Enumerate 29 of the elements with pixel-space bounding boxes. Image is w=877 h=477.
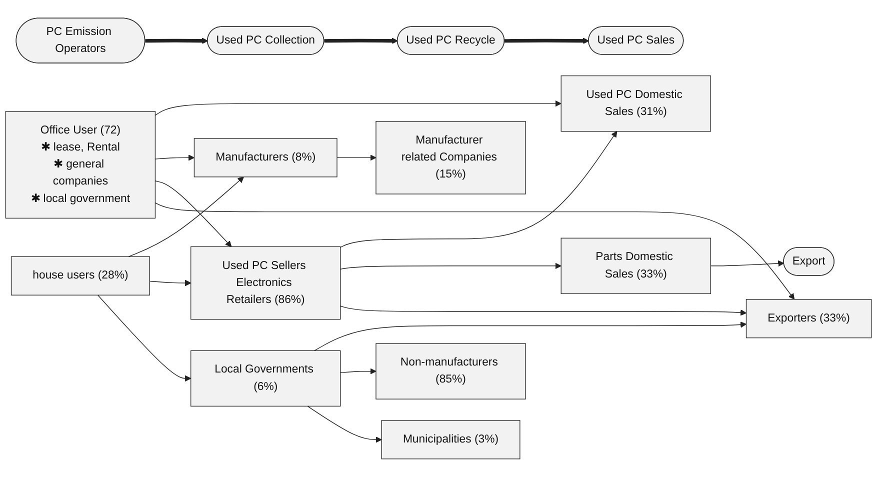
node-box: Non-manufacturers (85%) [376, 343, 526, 400]
arrow [149, 280, 192, 286]
arrow [504, 38, 590, 44]
arrow [97, 294, 192, 382]
arrow [145, 38, 208, 44]
node-box: Parts Domestic Sales (33%) [560, 238, 712, 294]
arrow [710, 260, 784, 267]
arrow [307, 406, 382, 443]
arrow [340, 368, 376, 374]
node-box: Local Governments (6%) [190, 350, 341, 407]
arrow [340, 262, 562, 270]
arrow [154, 154, 194, 161]
arrow [340, 131, 618, 248]
arrow [336, 154, 376, 161]
node-box: Used PC Sellers Electronics Retailers (86%) [190, 246, 341, 320]
node-box: Municipalities (3%) [381, 420, 520, 460]
node-box: Manufacturers (8%) [194, 138, 338, 178]
arrow [154, 100, 562, 116]
arrow [314, 322, 747, 351]
arrow [154, 202, 795, 300]
node-box: Used PC Domestic Sales (31%) [560, 75, 712, 132]
arrow [324, 38, 398, 44]
node-box: Office User (72) ✱ lease, Rental ✱ general companies ✱ local government [5, 111, 156, 219]
arrow [128, 176, 244, 258]
node-box: Manufacturer related Companies (15%) [376, 121, 526, 194]
node-box: Exporters (33%) [746, 299, 872, 338]
node-box: house users (28%) [10, 256, 150, 296]
arrow [340, 306, 747, 316]
arrow [154, 180, 232, 247]
